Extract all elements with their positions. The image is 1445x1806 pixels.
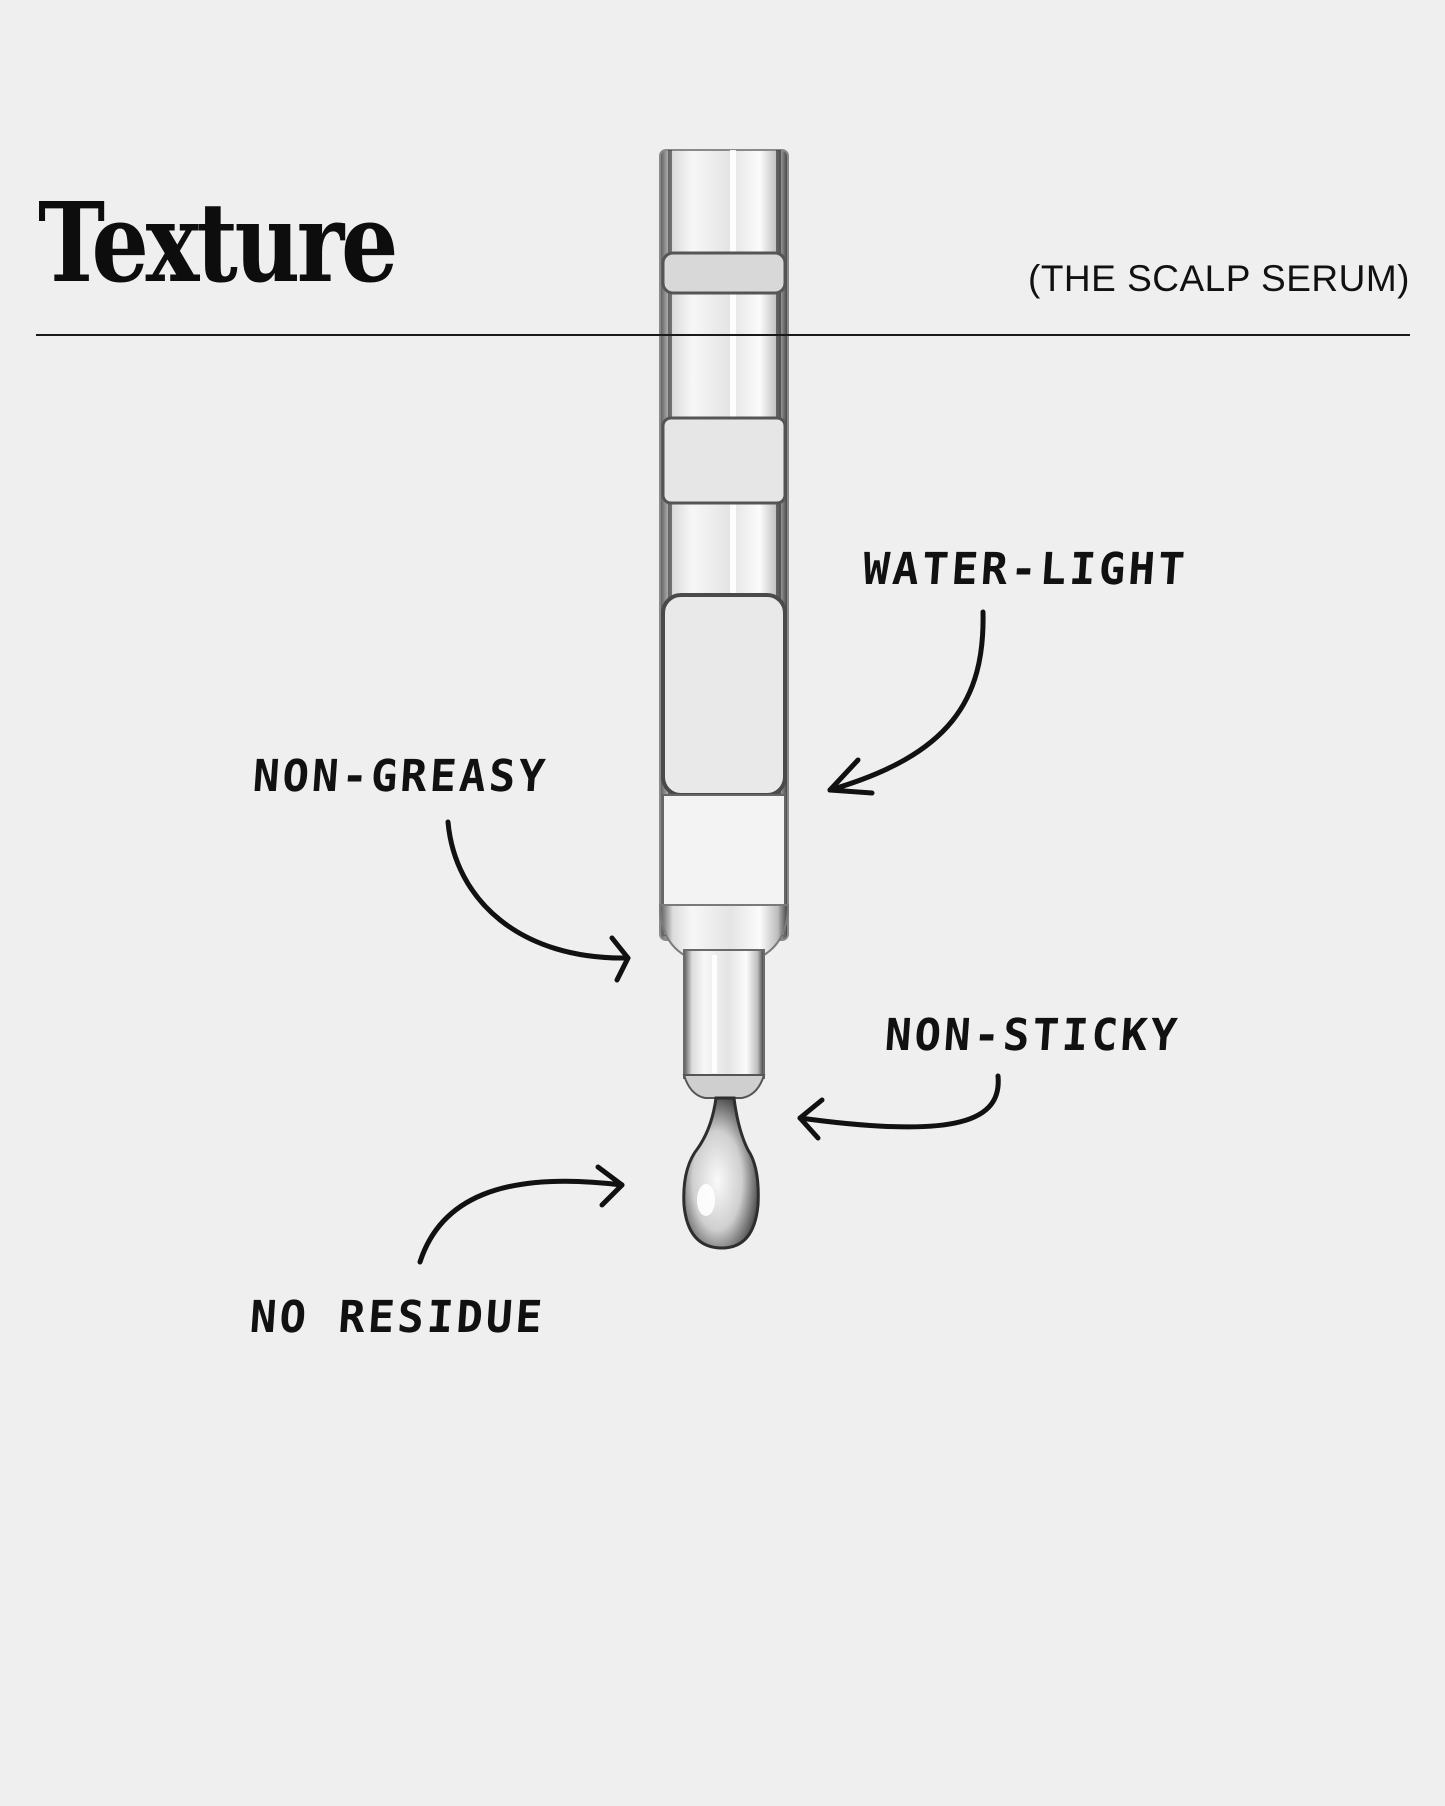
dropper-tube: [658, 149, 790, 1099]
water-light-arrow: [827, 609, 986, 796]
no-residue-label: NO RESIDUE: [248, 1292, 547, 1343]
serum-droplet: [682, 1096, 760, 1250]
non-sticky-arrow: [797, 1073, 1001, 1141]
page-title: Texture: [38, 178, 398, 307]
non-sticky-label: NON-STICKY: [883, 1010, 1182, 1061]
no-residue-arrow: [417, 1164, 625, 1265]
product-subtitle: (THE SCALP SERUM): [1028, 258, 1410, 299]
non-greasy-label: NON-GREASY: [251, 751, 550, 802]
water-light-label: WATER-LIGHT: [861, 544, 1190, 595]
header-divider: [36, 334, 1410, 336]
non-greasy-arrow: [445, 819, 631, 983]
